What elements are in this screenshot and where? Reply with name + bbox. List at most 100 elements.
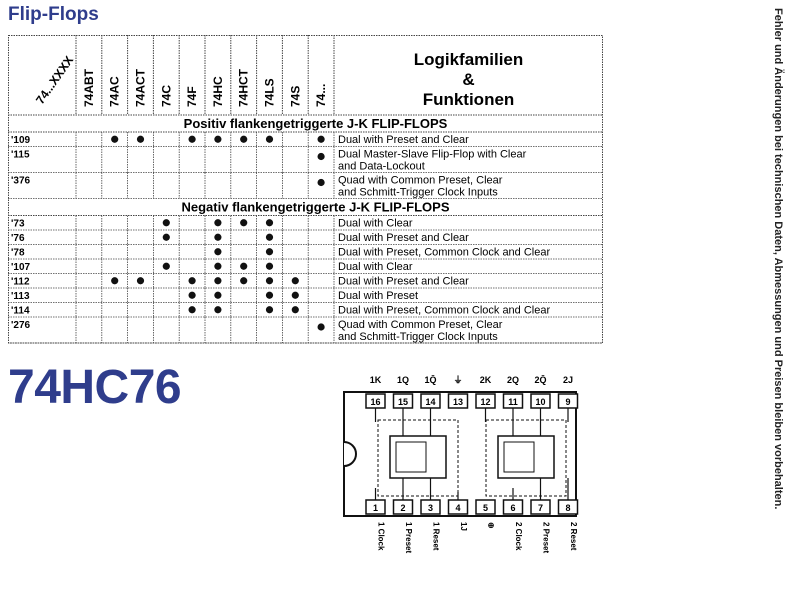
top-pin-label: 2J — [563, 375, 573, 385]
family-column-header: 74ABT — [82, 68, 96, 107]
availability-dot — [265, 135, 274, 143]
availability-dot — [214, 291, 222, 299]
bottom-pin-number: 5 — [483, 503, 488, 513]
function-description: and Schmitt-Trigger Clock Inputs — [338, 331, 498, 343]
top-pin-label: 1Q — [397, 375, 409, 385]
top-pin-number: 15 — [398, 397, 408, 407]
availability-dot — [240, 219, 248, 227]
part-number-cell: '107 — [11, 262, 31, 273]
function-description: Dual with Clear — [338, 261, 413, 273]
availability-dot — [162, 233, 170, 241]
availability-dot — [111, 277, 119, 285]
part-number-cell: '112 — [11, 277, 30, 288]
bottom-pin-number: 2 — [400, 503, 405, 513]
part-number-cell: '276 — [11, 320, 31, 331]
top-pin-number: 10 — [535, 397, 545, 407]
flip-flop-1 — [389, 435, 447, 479]
family-column-header: 74AC — [108, 76, 122, 107]
availability-dot — [162, 262, 170, 270]
bottom-pin-number: 4 — [455, 503, 460, 513]
top-pin-number: 11 — [508, 397, 518, 407]
function-description: Quad with Common Preset, Clear — [338, 175, 503, 187]
availability-dot — [265, 248, 274, 256]
top-pin-number: 13 — [453, 397, 463, 407]
availability-dot — [214, 248, 222, 256]
availability-dot — [188, 277, 196, 285]
part-number-cell: '113 — [11, 291, 30, 302]
part-number-cell: '78 — [11, 248, 25, 259]
bottom-pin-number: 1 — [373, 503, 378, 513]
function-description: Quad with Common Preset, Clear — [338, 319, 503, 331]
availability-dot — [214, 233, 222, 241]
availability-dot — [188, 291, 196, 299]
bottom-pin-number: 3 — [428, 503, 433, 513]
bottom-pin-label: 2 Reset — [569, 522, 578, 551]
availability-dot — [265, 291, 274, 299]
availability-dot — [317, 135, 325, 143]
function-description: Dual with Preset — [338, 290, 418, 302]
availability-dot — [188, 306, 196, 314]
availability-dot — [265, 306, 274, 314]
function-description: Dual Master-Slave Flip-Flop with Clear — [338, 149, 527, 161]
function-header-line: Funktionen — [423, 90, 515, 109]
part-number-cell: '76 — [11, 233, 25, 244]
part-number-cell: '109 — [11, 135, 31, 146]
top-pin-label: 1K — [370, 375, 382, 385]
top-pin-label: 1Q̄ — [424, 375, 436, 385]
top-pin-number: 14 — [425, 397, 435, 407]
flip-flop-2-frame — [485, 419, 567, 497]
function-header-line: & — [462, 70, 474, 89]
bottom-pin-label: 2 Clock — [514, 522, 523, 551]
top-pin-label: ⏚ — [453, 375, 462, 385]
bottom-pin-number: 8 — [565, 503, 570, 513]
bottom-pin — [475, 499, 496, 515]
section-title: Negativ flankengetriggerte J-K FLIP-FLOP… — [182, 200, 450, 215]
availability-dot — [111, 135, 119, 143]
top-pin-number: 9 — [565, 397, 570, 407]
availability-dot — [240, 277, 248, 285]
availability-dot — [240, 135, 248, 143]
flip-flop-1-inner — [395, 441, 427, 473]
family-column-header: 74LS — [263, 78, 277, 107]
availability-dot — [240, 262, 248, 270]
family-column-header: 74... — [314, 84, 328, 107]
availability-dot — [317, 152, 325, 161]
flip-flop-2 — [497, 435, 555, 479]
availability-dot — [162, 219, 170, 227]
part-number-cell: '376 — [11, 176, 31, 187]
availability-dot — [265, 219, 274, 227]
bottom-pin-label: ⊕ — [487, 522, 496, 529]
function-description: Dual with Clear — [338, 218, 413, 230]
corner-label: 74...XXXX — [33, 53, 76, 106]
availability-dot — [214, 219, 222, 227]
part-number-cell: '73 — [11, 219, 25, 230]
ic-notch — [343, 441, 357, 467]
function-header-line: Logikfamilien — [414, 50, 524, 69]
availability-dot — [136, 135, 145, 143]
flip-flop-1-frame — [377, 419, 459, 497]
part-number-cell: '114 — [11, 306, 30, 317]
availability-dot — [136, 277, 145, 285]
top-pin-label: 2Q — [507, 375, 519, 385]
availability-dot — [265, 233, 274, 241]
function-description: and Schmitt-Trigger Clock Inputs — [338, 187, 498, 199]
ic-body — [343, 391, 577, 517]
availability-dot — [291, 277, 299, 285]
availability-dot — [214, 306, 222, 314]
family-column-header: 74ACT — [134, 68, 148, 107]
function-description: Dual with Preset and Clear — [338, 232, 469, 244]
availability-dot — [291, 306, 299, 314]
availability-dot — [317, 323, 325, 331]
function-description: Dual with Preset, Common Clock and Clear — [338, 305, 550, 317]
part-number-cell: '115 — [11, 150, 30, 161]
family-column-header: 74HC — [211, 76, 225, 107]
flip-flop-2-inner — [503, 441, 535, 473]
family-column-header: 74F — [185, 86, 199, 107]
availability-dot — [291, 291, 299, 299]
availability-dot — [265, 277, 274, 285]
availability-dot — [214, 262, 222, 270]
function-description: Dual with Preset and Clear — [338, 134, 469, 146]
section-title: Positiv flankengetriggerte J-K FLIP-FLOP… — [184, 116, 448, 131]
